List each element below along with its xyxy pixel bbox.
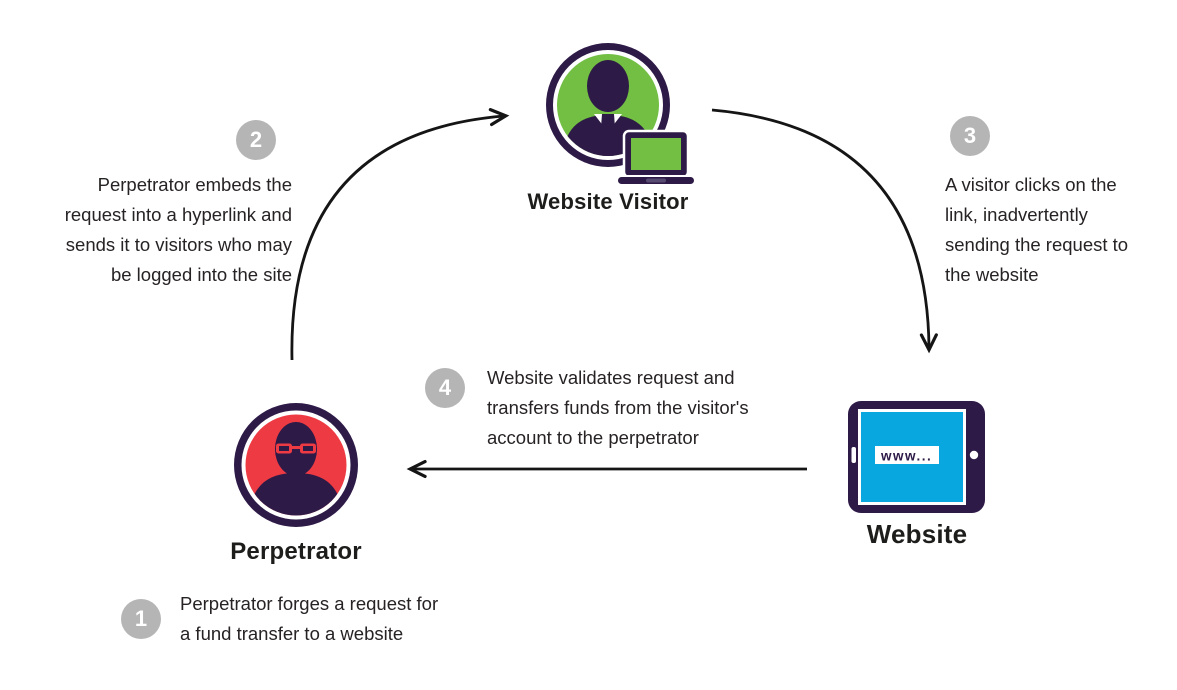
glasses-icon — [276, 443, 316, 454]
step-4-text: Website validates request and transfers … — [487, 367, 749, 448]
website-visitor-icon — [546, 43, 696, 186]
node-perpetrator: Perpetrator — [230, 402, 362, 565]
step-4-badge: 4 — [425, 368, 465, 408]
laptop-icon — [616, 129, 696, 186]
perpetrator-person-silhouette — [249, 422, 343, 516]
tablet-slot — [851, 447, 856, 463]
address-bar — [875, 446, 939, 464]
perpetrator-label: Perpetrator — [230, 538, 362, 565]
node-website-visitor: Website Visitor — [527, 42, 700, 214]
perpetrator-icon — [234, 403, 358, 527]
step-1-text: Perpetrator forges a request for a fund … — [180, 593, 439, 644]
node-website: www... Website — [848, 401, 985, 549]
website-visitor-label: Website Visitor — [527, 189, 689, 214]
website-address-text: www... — [880, 449, 932, 464]
step-3-badge: 3 — [950, 116, 990, 156]
step-2-badge: 2 — [236, 120, 276, 160]
website-label: Website — [866, 519, 968, 549]
website-icon: www... — [848, 401, 985, 513]
step-3-text: A visitor clicks on the link, inadverten… — [945, 174, 1129, 285]
step-1-badge: 1 — [121, 599, 161, 639]
step-2-text: Perpetrator embeds the request into a hy… — [64, 174, 292, 285]
tablet-button — [969, 450, 979, 460]
arrow-visitor-to-website — [711, 108, 938, 354]
arrow-perpetrator-to-visitor — [290, 108, 510, 361]
